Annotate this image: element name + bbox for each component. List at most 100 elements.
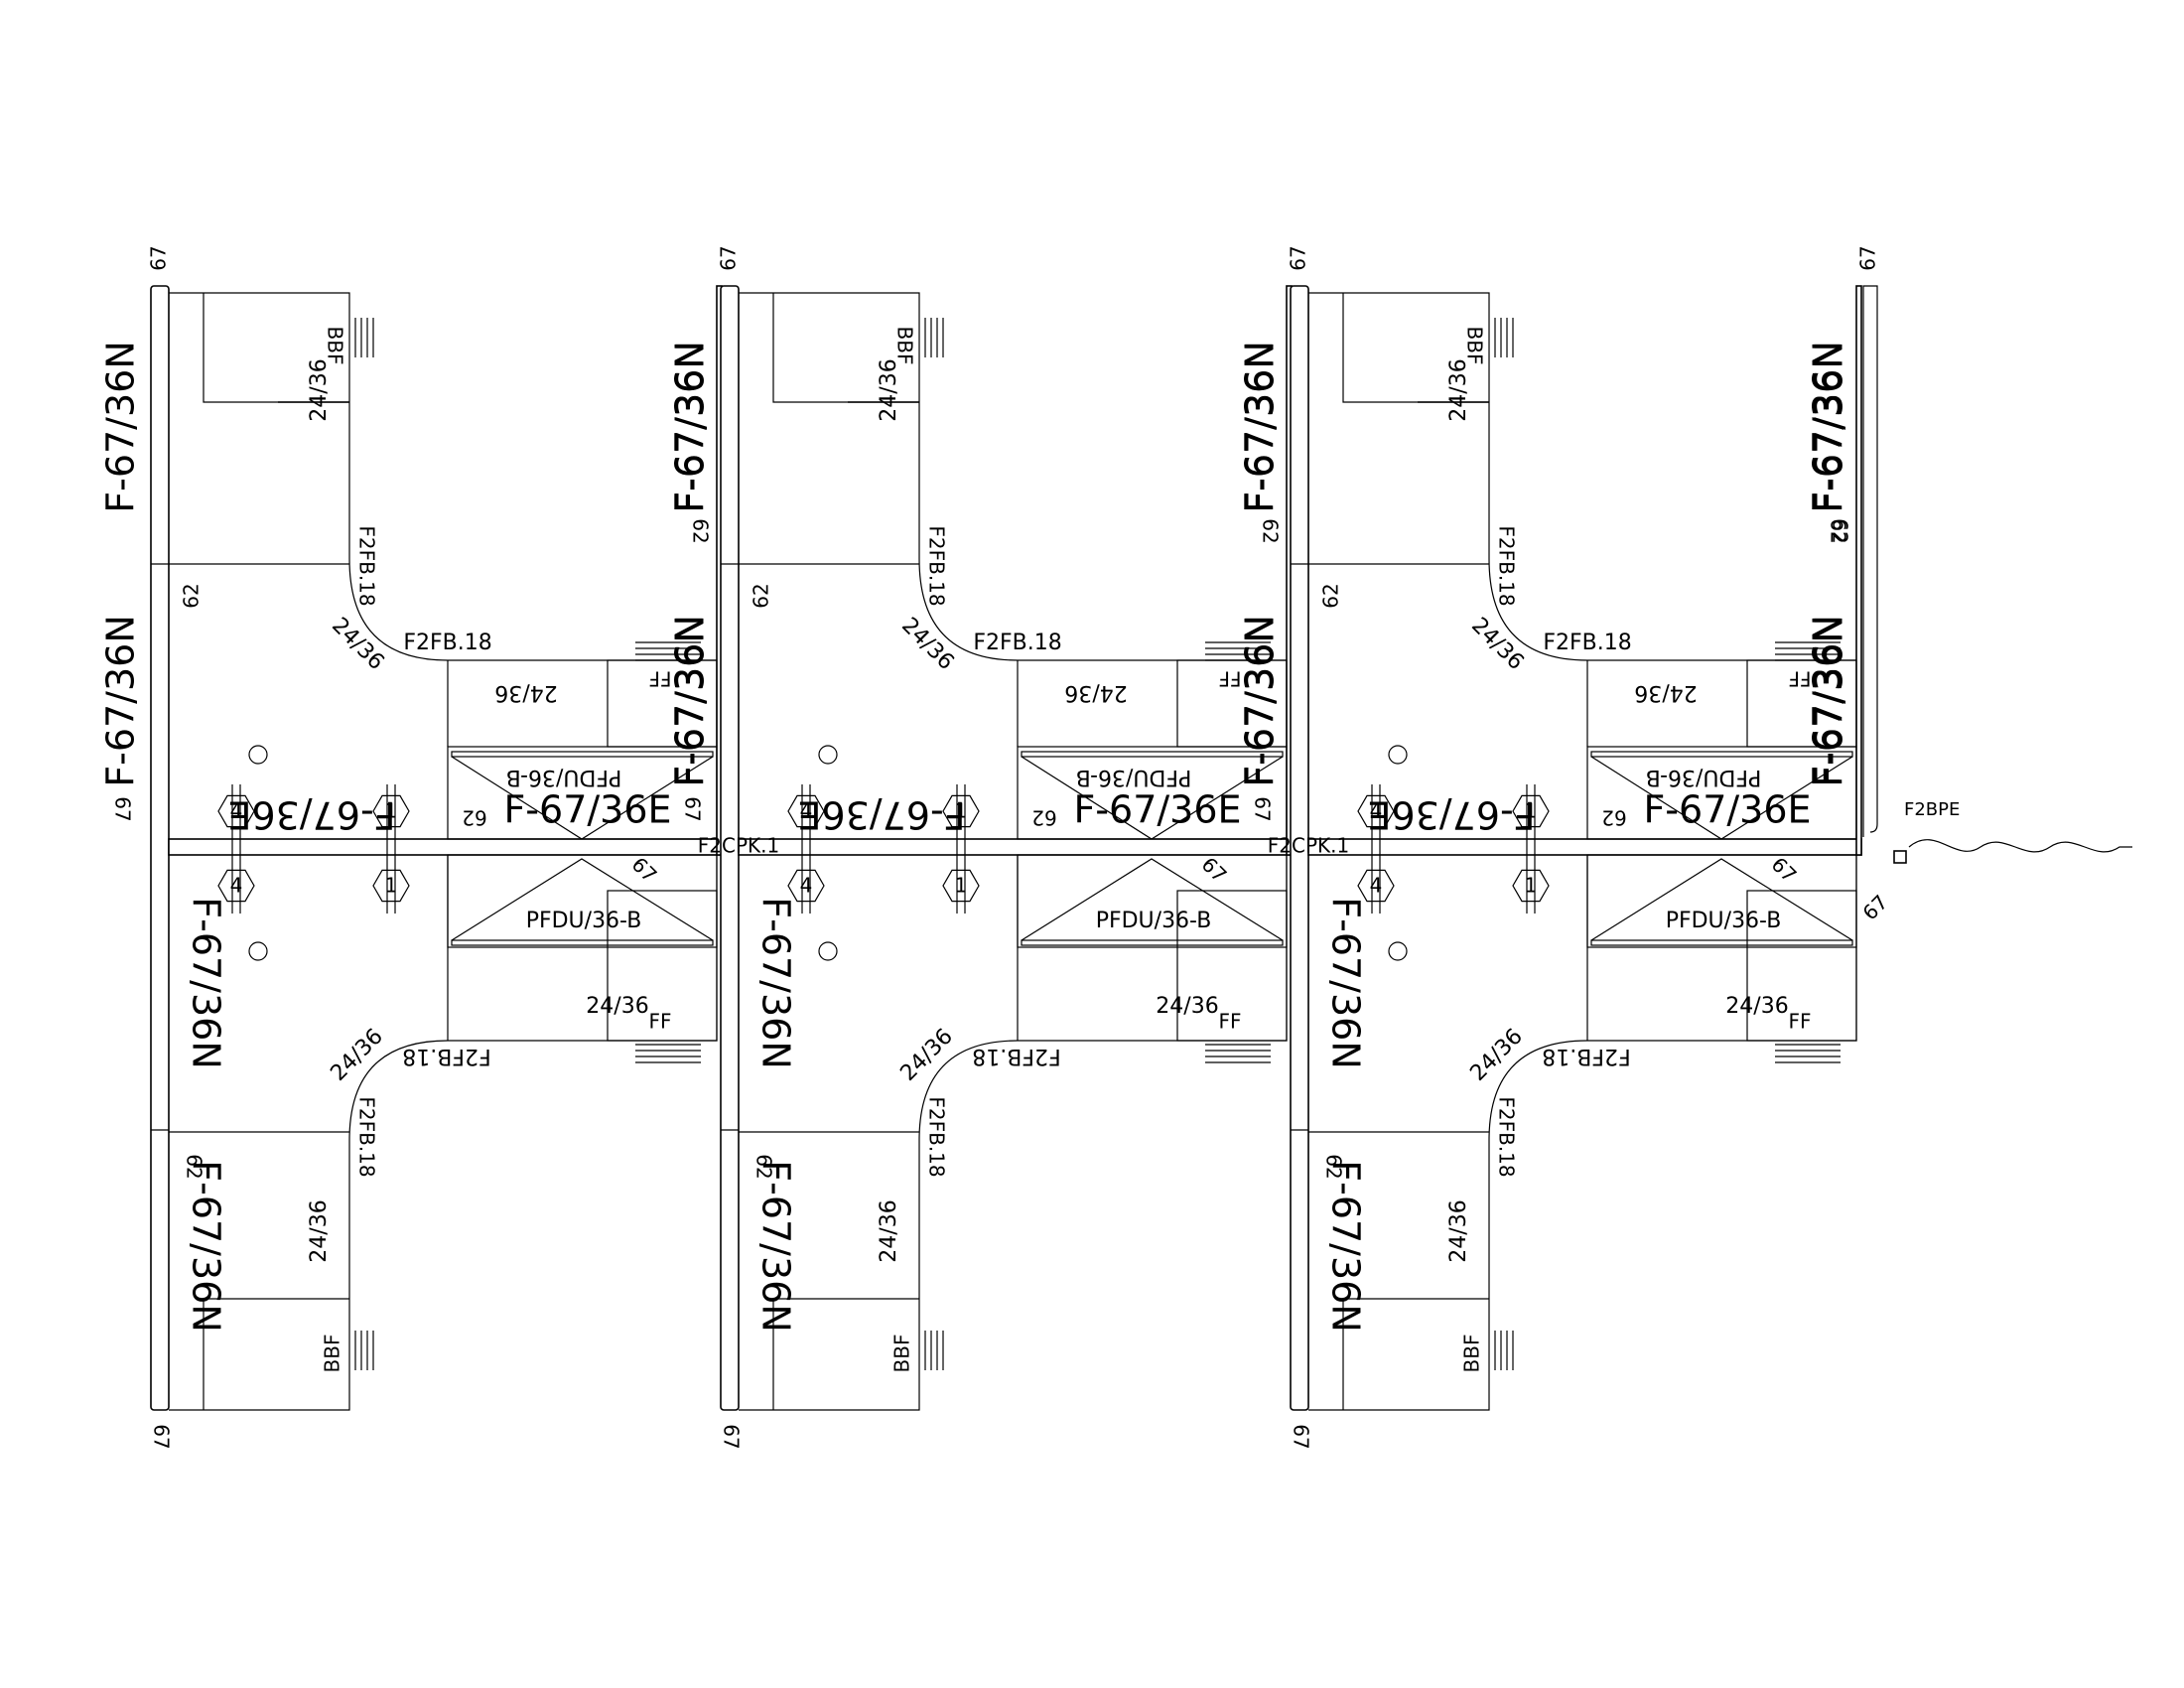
panel-label-n: F-67/36N — [185, 897, 228, 1069]
panel-label-e: F-67/36E — [1367, 793, 1535, 837]
circuit-hex-lower-right — [942, 869, 980, 903]
height-label-62: 62 — [1259, 518, 1283, 543]
flipper-upper-swing — [451, 756, 714, 840]
shelf-label: 24/36 — [586, 994, 648, 1019]
circuit-hex-lower-right — [1512, 869, 1550, 903]
grommet-lower — [1388, 941, 1408, 961]
ff-label: FF — [648, 667, 671, 691]
corner-label: F2FB.18 — [1495, 1096, 1519, 1177]
bbf-label: BBF — [321, 1335, 344, 1373]
panel-label-n: F-67/36N — [1808, 615, 1851, 787]
panel-label-n: F-67/36N — [1808, 341, 1851, 513]
circuit-hex-upper-left — [787, 794, 825, 828]
panel-label-n: F-67/36N — [1239, 615, 1283, 787]
pedestal-bbf-lower — [1342, 1298, 1489, 1410]
height-label-67: 67 — [1287, 245, 1310, 270]
grommet-upper — [1388, 745, 1408, 765]
circuit-hex-upper-left-label: 4 — [800, 799, 813, 823]
flipper-lower-swing — [1021, 858, 1284, 941]
height-label-67: 67 — [111, 796, 135, 821]
circuit-hex-lower-left-label: 4 — [230, 874, 243, 898]
shelf-label: 24/36 — [895, 1024, 958, 1086]
height-label-62: 62 — [462, 806, 486, 830]
flipper-lower-swing — [451, 858, 714, 941]
worksurface-lower-edge — [1308, 855, 1857, 1411]
corner-label: F2FB.18 — [403, 631, 491, 655]
corner-label: F2FB.18 — [355, 525, 379, 606]
flipper-upper-door — [1021, 751, 1284, 758]
flipper-lower-door — [1590, 939, 1853, 946]
corner-label: F2FB.18 — [925, 1096, 949, 1177]
shelf-label: 24/36 — [494, 680, 557, 705]
flipper-upper-door — [1590, 751, 1853, 758]
height-label-67: 67 — [1856, 245, 1880, 270]
panel-label-n: F-67/36N — [1806, 341, 1849, 513]
shelf-label: 24/36 — [1446, 1199, 1471, 1262]
ff-label: FF — [1218, 1010, 1241, 1034]
connector-label: F2CPK.1 — [698, 834, 779, 858]
circuit-hex-upper-right-label: 1 — [955, 799, 968, 823]
corner-label: F2FB.18 — [402, 1044, 490, 1068]
height-label-62: 62 — [1601, 806, 1626, 830]
ff-label: FF — [1788, 1010, 1811, 1034]
corner-label: F2FB.18 — [925, 525, 949, 606]
panel-label-n: F-67/36N — [1324, 897, 1368, 1069]
connector-label: F2CPK.1 — [1268, 834, 1349, 858]
panel-label-e: F-67/36E — [227, 793, 395, 837]
circuit-hex-upper-left — [1357, 794, 1395, 828]
height-label-62: 62 — [689, 518, 713, 543]
corner-label: F2FB.18 — [1542, 1044, 1630, 1068]
bbf-label: BBF — [324, 327, 347, 365]
pedestal-ff-lower — [607, 890, 718, 1042]
height-label-62: 62 — [752, 1154, 776, 1179]
flipper-upper-swing — [1021, 756, 1284, 840]
panel-label-n: F-67/36N — [1239, 341, 1283, 513]
circuit-hex-upper-right-label: 1 — [1525, 799, 1538, 823]
bbf-label: BBF — [893, 327, 917, 365]
bbf-label: BBF — [1460, 1335, 1484, 1373]
panel-label-e: F-67/36E — [503, 788, 671, 832]
height-label-62: 62 — [180, 583, 204, 608]
spine-panel-vertical — [150, 285, 170, 1411]
shelf-label: 24/36 — [1156, 994, 1218, 1019]
worksurface-upper-edge — [169, 292, 717, 661]
circuit-hex-upper-right — [942, 794, 980, 828]
height-label-62: 62 — [1031, 806, 1056, 830]
panel-label-n: F-67/36N — [669, 341, 713, 513]
circuit-hex-lower-right-label: 1 — [1525, 874, 1538, 898]
shelf-label: 24/36 — [307, 1199, 332, 1262]
corner-label: F2FB.18 — [1495, 525, 1519, 606]
worksurface-lower-edge — [169, 855, 718, 1411]
end-return-panel — [1862, 285, 1878, 837]
circuit-hex-lower-left — [1357, 869, 1395, 903]
panel-label-n: F-67/36N — [1238, 341, 1282, 513]
shelf-label: 24/36 — [896, 613, 959, 675]
circuit-hex-upper-left-label: 4 — [230, 799, 243, 823]
height-label-62: 62 — [750, 583, 773, 608]
panel-label-n: F-67/36N — [1238, 615, 1282, 787]
flipper-label: PFDU/36-B — [1666, 909, 1782, 933]
shelf-label: 24/36 — [1064, 680, 1127, 705]
circuit-hex-lower-right-label: 1 — [385, 874, 398, 898]
height-label-67: 67 — [1767, 852, 1802, 887]
spine-panel-horizontal — [168, 838, 723, 856]
height-label-67: 67 — [627, 852, 662, 887]
grommet-upper — [248, 745, 268, 765]
flipper-label: PFDU/36-B — [1646, 765, 1762, 789]
circuit-hex-lower-right-label: 1 — [955, 874, 968, 898]
panel-label-n: F-67/36N — [754, 1160, 798, 1333]
spine-panel-horizontal — [1307, 838, 1862, 856]
height-label-67: 67 — [147, 245, 171, 270]
circuit-hex-lower-right — [372, 869, 410, 903]
shelf-label: 24/36 — [326, 1024, 388, 1086]
height-label-67: 67 — [681, 796, 705, 821]
height-label-67: 67 — [1251, 796, 1275, 821]
ff-label: FF — [1218, 667, 1241, 691]
divider-panel — [1855, 285, 1862, 856]
shelf-label: 24/36 — [877, 1199, 901, 1262]
panel-label-n: F-67/36N — [669, 615, 713, 787]
circuit-hex-upper-right — [372, 794, 410, 828]
